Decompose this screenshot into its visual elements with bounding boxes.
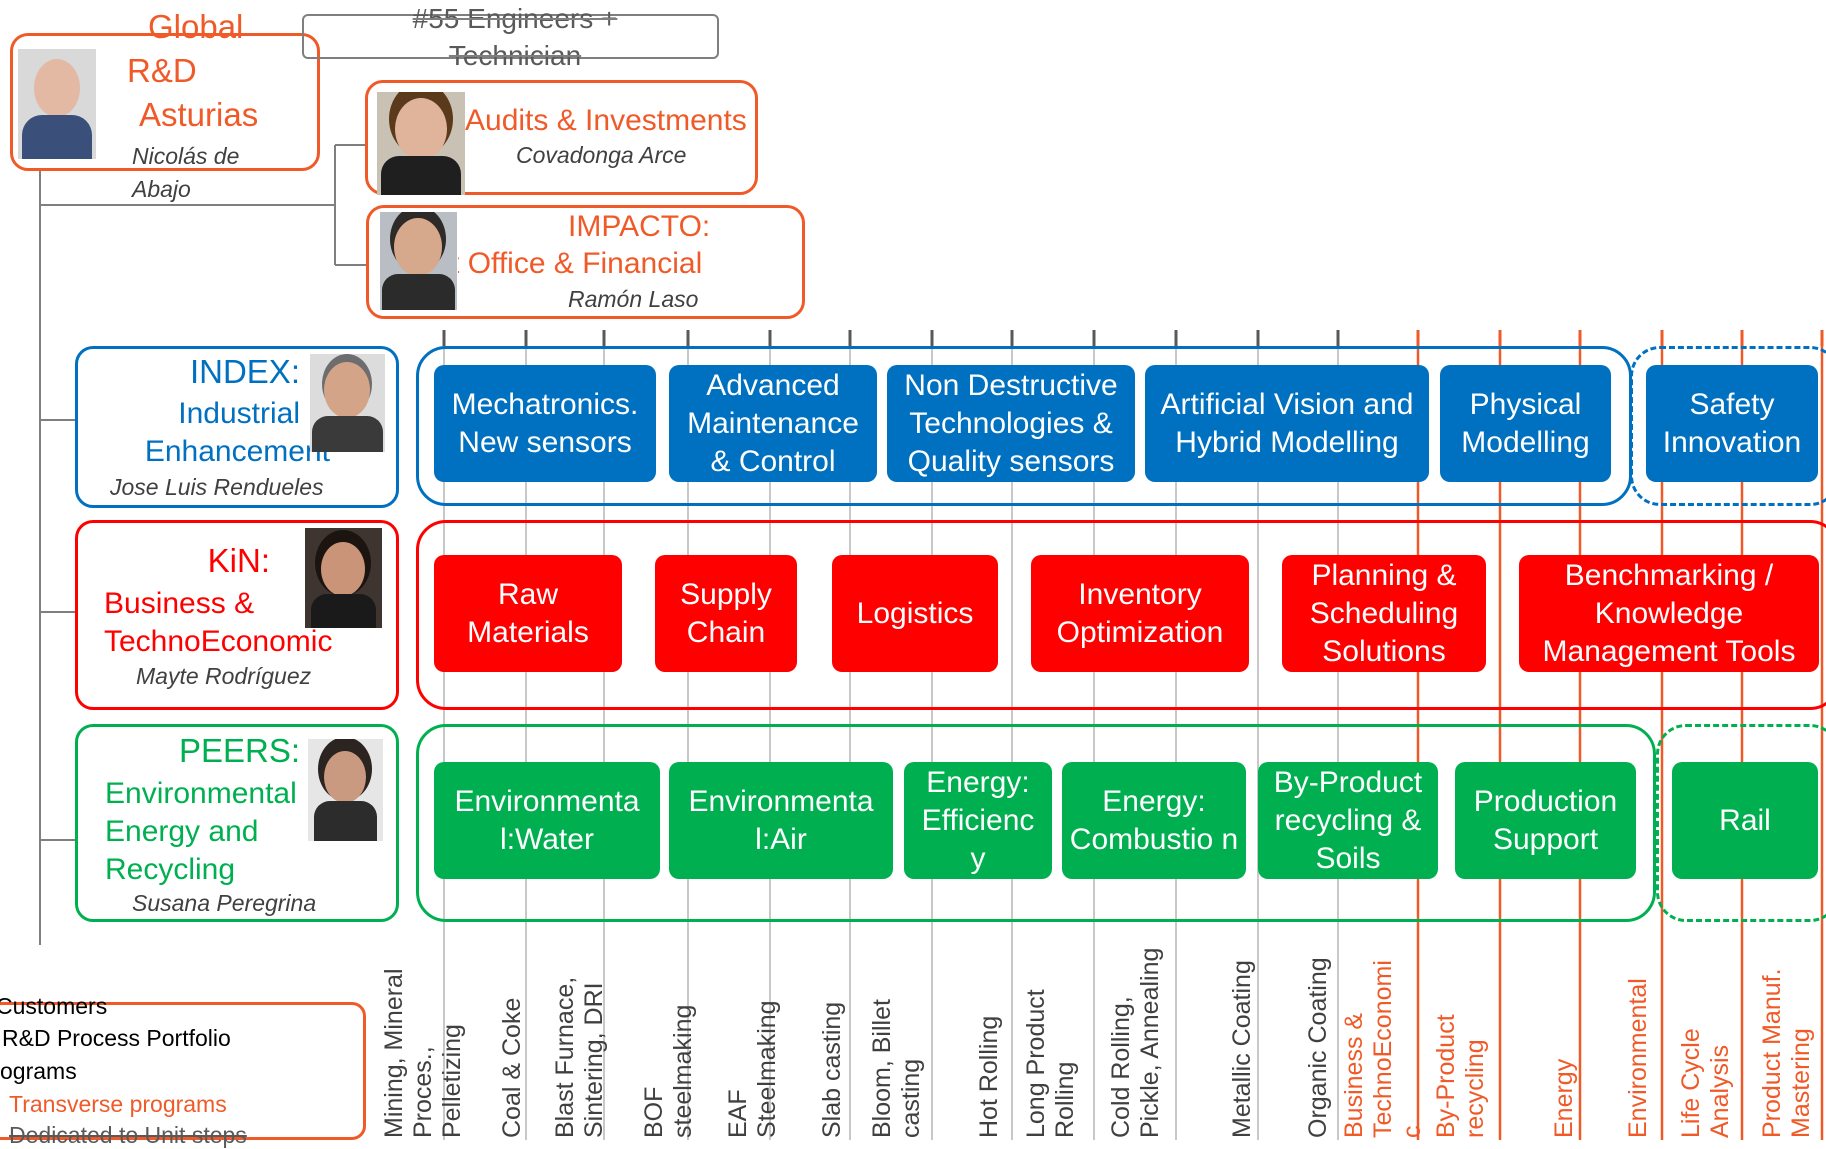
index-lab-title: INDEX: (189, 353, 300, 390)
headcount-text: #55 Engineers + Technician (412, 3, 618, 71)
process-step-label: Bloom, Billet casting (868, 999, 925, 1138)
process-step-label: Business & TechnoEconomi c (1340, 960, 1426, 1138)
peers-lab-title: PEERS: (178, 732, 300, 769)
program-advanced-maintenance-label: Advanced Maintenance & Control (687, 368, 859, 478)
program-raw-materials[interactable]: Raw Materials (434, 555, 622, 672)
peers-lab-photo (308, 739, 383, 841)
global-rd-photo (18, 49, 96, 159)
program-artificial-vision-label: Artificial Vision and Hybrid Modelling (1160, 387, 1414, 459)
program-rail-label: Rail (1719, 803, 1771, 837)
kin-lab-subtitle-2: TechnoEconomic (104, 625, 333, 658)
program-mechatronics-label: Mechatronics. New sensors (451, 387, 639, 459)
program-planning-scheduling[interactable]: Planning & Scheduling Solutions (1282, 555, 1486, 672)
impacto-title-2-text: Project Office & Financial (458, 247, 703, 280)
process-step-label: BOF steelmaking (640, 1004, 697, 1138)
peers-lab-subtitle-3: Recycling (105, 853, 236, 886)
process-step-label: By-Product recycling (1432, 1014, 1489, 1138)
program-mechatronics[interactable]: Mechatronics. New sensors (434, 365, 656, 482)
legend-programs: ograms (0, 1058, 77, 1084)
program-energy-combustion[interactable]: Energy: Combustio n (1062, 762, 1246, 879)
index-transverse-group (1630, 346, 1826, 506)
program-physical-modelling[interactable]: Physical Modelling (1440, 365, 1611, 482)
program-non-destructive-label: Non Destructive Technologies & Quality s… (904, 368, 1118, 478)
kin-lab-person: Mayte Rodríguez (136, 663, 312, 689)
process-step-label: EAF Steelmaking (724, 1000, 781, 1138)
audits-person: Covadonga Arce (516, 142, 687, 168)
impacto-title-2: Project Office & Financial (458, 247, 778, 281)
program-supply-chain-label: Supply Chain (680, 577, 772, 649)
program-inventory-optimization[interactable]: Inventory Optimization (1031, 555, 1249, 672)
program-env-water-label: Environmenta l:Water (454, 784, 640, 856)
index-lab-person: Jose Luis Rendueles (110, 474, 324, 500)
global-rd-title-2: R&D (127, 52, 197, 89)
peers-transverse-group (1656, 724, 1826, 922)
peers-lab-subtitle-2: Energy and (105, 815, 259, 848)
program-by-product-label: By-Product recycling & Soils (1273, 765, 1423, 875)
program-env-air-label: Environmenta l:Air (688, 784, 874, 856)
program-by-product[interactable]: By-Product recycling & Soils (1258, 762, 1438, 879)
program-planning-scheduling-label: Planning & Scheduling Solutions (1309, 558, 1459, 668)
legend-box (0, 1002, 366, 1140)
process-step-label: Hot Rolling (975, 1015, 1003, 1138)
audits-photo (377, 92, 465, 195)
program-production-support[interactable]: Production Support (1455, 762, 1636, 879)
program-production-support-label: Production Support (1473, 784, 1618, 856)
program-benchmarking-label: Benchmarking / Knowledge Management Tool… (1542, 558, 1796, 668)
legend-dedicated: Dedicated to Unit steps (9, 1122, 247, 1148)
audits-title: Audits & Investments (465, 104, 747, 137)
process-step-label: Coal & Coke (498, 997, 526, 1138)
program-non-destructive[interactable]: Non Destructive Technologies & Quality s… (887, 365, 1135, 482)
global-rd-title-1: Global (148, 8, 244, 45)
program-raw-materials-label: Raw Materials (467, 577, 589, 649)
program-env-water[interactable]: Environmenta l:Water (434, 762, 660, 879)
process-step-label: Mining, Mineral Proces., Pelletizing (380, 968, 466, 1138)
program-energy-combustion-label: Energy: Combustio n (1069, 784, 1239, 856)
process-step-label: Product Manuf. Mastering (1758, 968, 1815, 1138)
program-inventory-optimization-label: Inventory Optimization (1056, 577, 1224, 649)
program-advanced-maintenance[interactable]: Advanced Maintenance & Control (669, 365, 877, 482)
legend-customers: Customers (0, 993, 108, 1019)
kin-lab-title: KiN: (207, 542, 270, 579)
legend-portfolio: R&D Process Portfolio (2, 1025, 231, 1051)
program-rail[interactable]: Rail (1672, 762, 1818, 879)
process-step-label: Cold Rolling, Pickle, Annealing (1107, 947, 1164, 1138)
headcount-box (302, 14, 719, 59)
process-step-label: Blast Furnace, Sintering, DRI (551, 976, 608, 1138)
impacto-title-1: IMPACTO: (568, 210, 711, 243)
program-artificial-vision[interactable]: Artificial Vision and Hybrid Modelling (1145, 365, 1429, 482)
process-step-label: Organic Coating (1304, 957, 1332, 1138)
process-step-label: Environmental (1624, 978, 1652, 1138)
global-rd-title-3: Asturias (139, 96, 259, 133)
program-safety-innovation-label: Safety Innovation (1662, 387, 1802, 459)
program-logistics[interactable]: Logistics (832, 555, 998, 672)
process-step-label: Long Product Rolling (1022, 989, 1079, 1138)
process-step-label: Life Cycle Analysis (1677, 1028, 1734, 1138)
kin-programs-group (416, 520, 1826, 710)
program-benchmarking[interactable]: Benchmarking / Knowledge Management Tool… (1519, 555, 1819, 672)
process-step-label: Slab casting (818, 1001, 846, 1138)
global-rd-person: Nicolás de Abajo (132, 143, 240, 202)
peers-lab-person: Susana Peregrina (132, 890, 317, 916)
process-step-label: Metallic Coating (1228, 960, 1256, 1138)
kin-lab-subtitle-1: Business & (104, 587, 255, 620)
program-safety-innovation[interactable]: Safety Innovation (1646, 365, 1818, 482)
index-lab-subtitle-1: Industrial (178, 397, 300, 430)
process-step-label: Energy (1550, 1058, 1578, 1138)
kin-lab-photo (305, 528, 382, 628)
index-lab-subtitle-2: Enhancement (144, 435, 330, 468)
program-logistics-label: Logistics (856, 596, 974, 630)
peers-lab-subtitle-1: Environmental (105, 777, 297, 810)
program-physical-modelling-label: Physical Modelling (1461, 387, 1590, 459)
peers-programs-group (416, 724, 1656, 922)
legend-transverse: Transverse programs (9, 1091, 227, 1117)
program-energy-efficiency-label: Energy: Efficienc y (921, 765, 1035, 875)
program-env-air[interactable]: Environmenta l:Air (669, 762, 893, 879)
impacto-photo (380, 212, 457, 310)
program-energy-efficiency[interactable]: Energy: Efficienc y (904, 762, 1052, 879)
program-supply-chain[interactable]: Supply Chain (655, 555, 797, 672)
impacto-person: Ramón Laso (568, 286, 699, 312)
index-lab-photo (310, 354, 385, 452)
